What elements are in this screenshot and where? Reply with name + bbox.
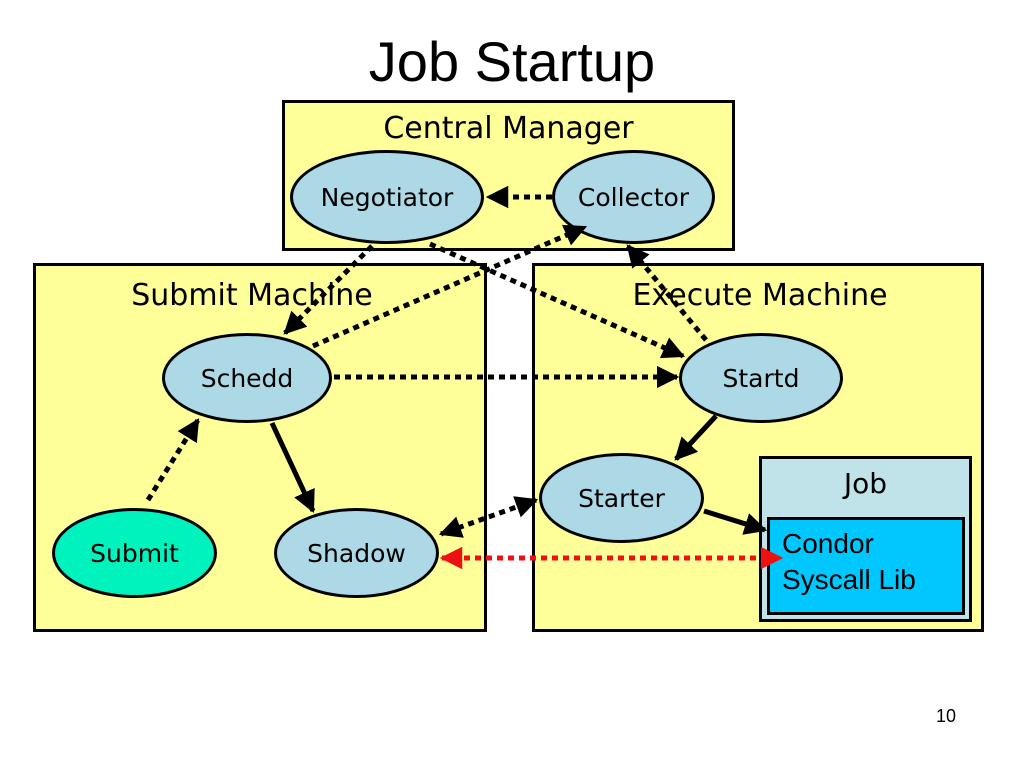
job-label: Job <box>843 467 888 500</box>
condor-syscall-lib-box: Condor Syscall Lib <box>767 517 965 615</box>
shadow-node: Shadow <box>274 508 439 598</box>
arrow-negotiator-to-schedd <box>283 244 374 335</box>
arrow-starter-to-job <box>703 508 768 535</box>
execute-machine-label: Execute Machine <box>632 278 888 313</box>
startd-node: Startd <box>679 333 843 423</box>
slide-title: Job Startup <box>368 30 656 93</box>
schedd-node: Schedd <box>162 333 332 423</box>
arrow-submit-to-schedd <box>145 418 201 502</box>
library-line-1: Condor <box>782 528 874 559</box>
arrow-startd-to-collector <box>626 244 708 342</box>
page-number: 10 <box>936 706 957 726</box>
arrow-schedd-to-shadow <box>269 421 316 514</box>
arrow-starter-shadow <box>438 496 539 538</box>
central-manager-label: Central Manager <box>383 111 634 146</box>
collector-node: Collector <box>552 150 715 244</box>
library-line-2: Syscall Lib <box>782 564 916 595</box>
submit-machine-label: Submit Machine <box>131 278 373 313</box>
arrow-schedd-to-collector <box>311 224 588 349</box>
arrow-negotiator-to-startd <box>428 241 686 359</box>
starter-node: Starter <box>539 453 704 543</box>
submit-node: Submit <box>52 508 217 598</box>
arrow-startd-to-starter <box>674 414 718 461</box>
negotiator-node: Negotiator <box>290 150 484 244</box>
